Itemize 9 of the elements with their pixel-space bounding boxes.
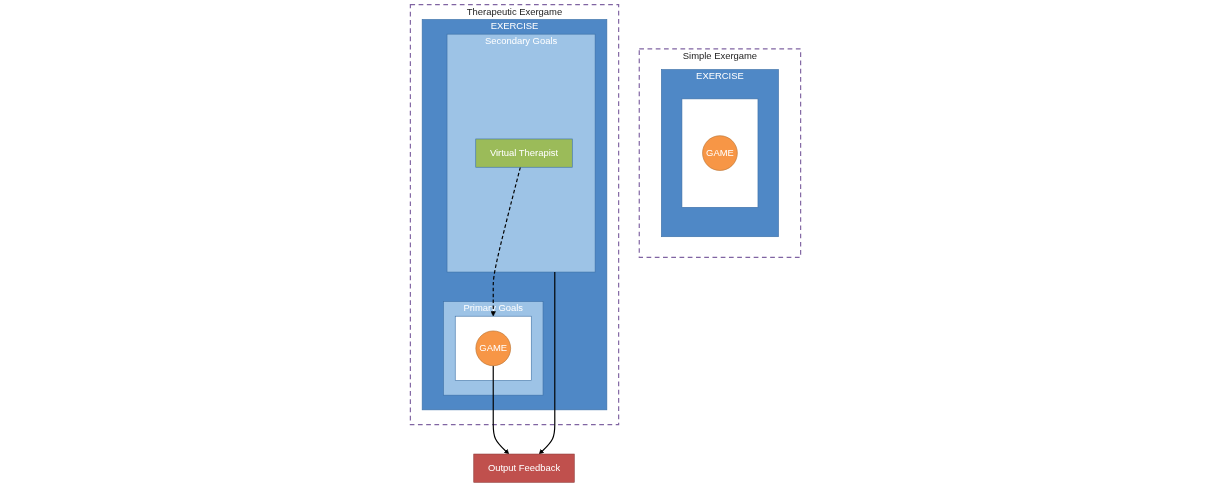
arrow [538,271,556,455]
node-box: Virtual Therapist [475,138,573,168]
cluster [681,98,759,208]
cluster [454,315,532,381]
arrow [492,365,510,455]
node-circle: GAME [702,135,738,171]
node-circle: GAME [475,330,511,367]
node-box: Output Feedback [473,453,575,483]
arrow [490,166,521,317]
